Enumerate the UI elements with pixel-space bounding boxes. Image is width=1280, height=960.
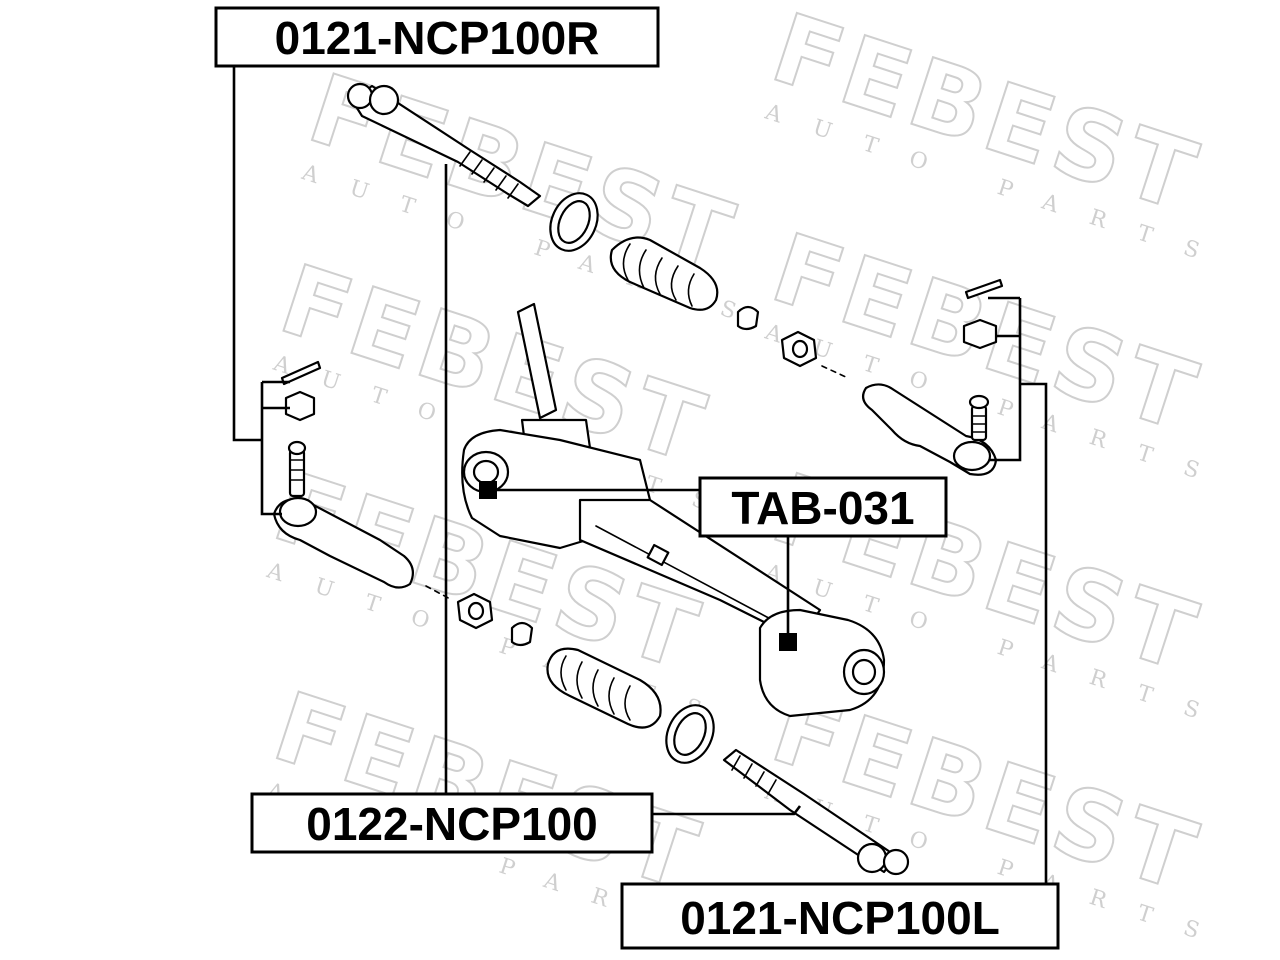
left-tie-rod-end <box>272 440 415 589</box>
lower-inner-tie-rod <box>722 748 910 876</box>
lower-dust-boot <box>546 647 662 729</box>
lower-clamp-ring <box>665 704 715 764</box>
right-castle-nut <box>962 318 998 350</box>
upper-inner-tie-rod <box>346 82 542 208</box>
tab-031-marker-left <box>479 481 497 499</box>
upper-dust-boot <box>609 236 719 311</box>
label-tie-rod-end-right: 0121-NCP100R <box>214 6 660 68</box>
label-text: TAB-031 <box>731 482 914 534</box>
leader-lines <box>232 66 1048 884</box>
right-cotter-pin <box>964 278 1004 300</box>
upper-clamp-ring <box>549 192 599 252</box>
left-castle-nut <box>284 390 316 422</box>
label-rack-bushing: TAB-031 <box>698 476 948 538</box>
label-text: 0121-NCP100R <box>275 12 600 64</box>
watermark-brand: FEBEST <box>760 0 1214 235</box>
label-text: 0122-NCP100 <box>306 798 598 850</box>
label-text: 0121-NCP100L <box>680 892 1000 944</box>
label-tie-rod-end-left: 0121-NCP100L <box>620 882 1060 950</box>
lower-nut <box>456 592 494 630</box>
upper-nut <box>780 330 818 368</box>
upper-boot-clip <box>736 305 760 331</box>
right-tie-rod-end <box>861 383 998 476</box>
tab-031-marker-right <box>779 633 797 651</box>
lower-boot-clip <box>510 621 534 647</box>
label-rack-end: 0122-NCP100 <box>250 792 654 854</box>
